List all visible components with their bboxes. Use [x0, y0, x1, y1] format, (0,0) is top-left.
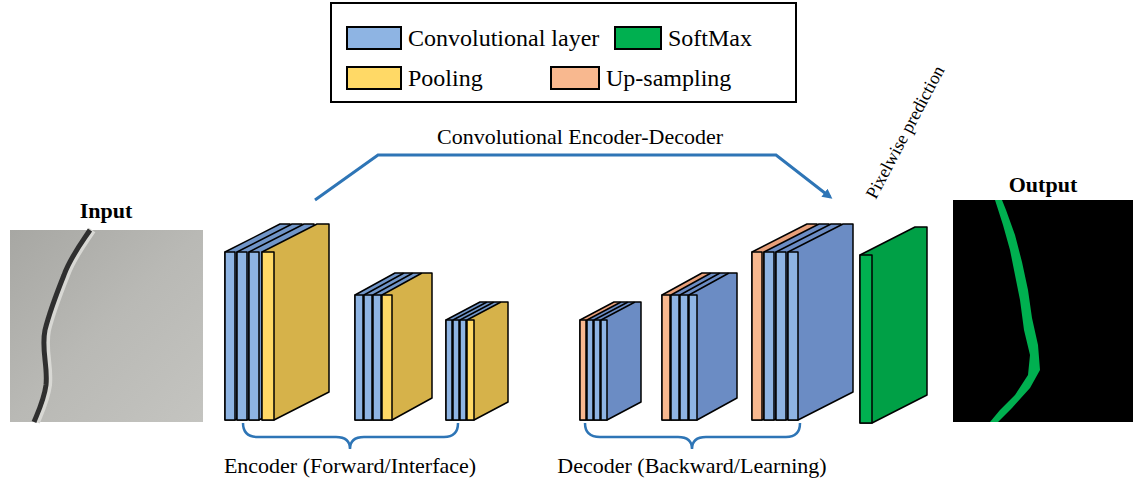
arrow-label: Convolutional Encoder-Decoder [437, 124, 723, 150]
legend-text: Pooling [408, 64, 483, 92]
legend-swatch [346, 66, 402, 90]
legend-swatch [614, 26, 662, 50]
group-label: Encoder (Forward/Interface) [224, 453, 476, 479]
brace [243, 423, 458, 449]
legend-box: Convolutional layer SoftMaxPooling Up-samp… [330, 2, 797, 103]
legend-swatch [550, 66, 600, 90]
image-title: Input [80, 198, 133, 224]
output-mask [953, 200, 1133, 422]
legend-text: SoftMax [668, 24, 752, 52]
legend-text: Up-sampling [606, 64, 731, 92]
legend-swatch [346, 26, 402, 50]
layer-slabs [225, 224, 927, 423]
input-image [10, 230, 203, 422]
group-label: Decoder (Backward/Learning) [557, 453, 826, 479]
image-title: Output [1009, 172, 1077, 198]
skip-arrow [315, 155, 830, 200]
rotated-label: Pixelwise prediction [859, 61, 951, 203]
legend-text: Convolutional layer [408, 24, 599, 52]
brace [585, 423, 800, 449]
